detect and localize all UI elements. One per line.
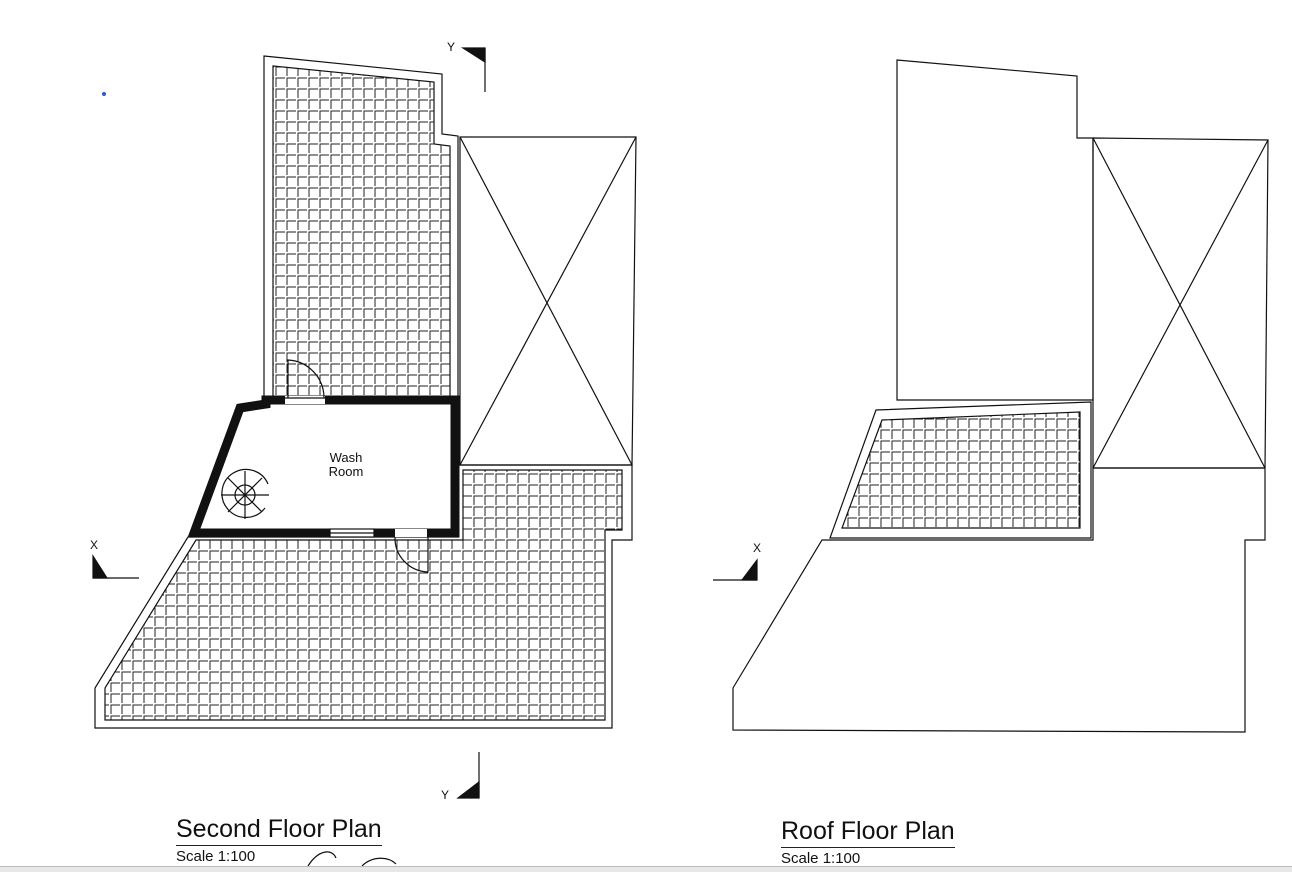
- axis-label-x-left: X: [90, 538, 99, 552]
- axis-label-x-right: X: [753, 541, 762, 555]
- axis-label-y-bottom: Y: [441, 788, 450, 802]
- second-floor-plan: [94, 55, 637, 729]
- room-label-wash-room: Wash Room: [318, 451, 374, 479]
- roof-floor-plan: [732, 59, 1269, 733]
- door-swing: [287, 359, 325, 399]
- axis-label-y-top: Y: [447, 40, 456, 54]
- page-edge: [0, 866, 1292, 872]
- roof-floor-scale: Scale 1:100: [781, 850, 861, 867]
- axis-markers: [92, 47, 758, 799]
- spiral-stair-icon: [221, 468, 269, 519]
- signature: [307, 851, 397, 867]
- wash-room-walls: [187, 395, 460, 538]
- roof-outline: [896, 59, 1094, 401]
- roof-lower-outline: [732, 467, 1266, 733]
- upper-terrace-tiles: [273, 66, 450, 398]
- roof-terrace-tiles: [841, 411, 1081, 529]
- door-swing: [394, 536, 429, 573]
- room-label-line-1: Wash: [329, 450, 363, 465]
- roof-floor-title: Roof Floor Plan: [781, 817, 955, 848]
- second-floor-title: Second Floor Plan: [176, 815, 382, 846]
- second-floor-scale: Scale 1:100: [176, 848, 256, 865]
- room-label-line-2: Room: [328, 464, 364, 479]
